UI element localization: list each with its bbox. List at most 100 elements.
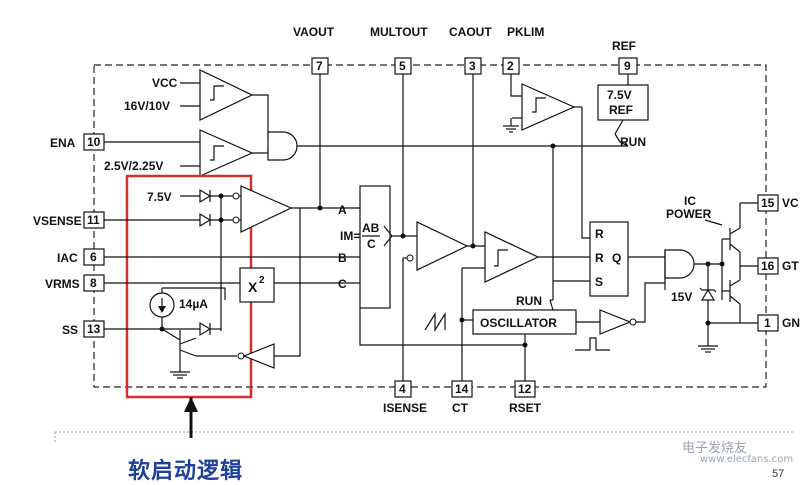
svg-text:GN: GN xyxy=(782,316,800,330)
top-pin-vaout: VAOUT 7 xyxy=(293,25,335,75)
voltage-amplifier: 7.5V A xyxy=(104,74,360,233)
svg-text:VSENSE: VSENSE xyxy=(33,214,82,228)
svg-text:6: 6 xyxy=(90,250,97,264)
svg-text:VC: VC xyxy=(782,196,799,210)
multiplier-block: IM= AB C xyxy=(340,74,417,309)
svg-text:15V: 15V xyxy=(671,290,692,304)
soft-start-caption: 软启动逻辑 xyxy=(128,459,244,484)
svg-text:CT: CT xyxy=(452,401,469,415)
svg-text:VRMS: VRMS xyxy=(45,277,80,291)
svg-text:4: 4 xyxy=(399,382,406,396)
ena-comparator: 2.5V/2.25V xyxy=(104,129,275,177)
svg-text:OSCILLATOR: OSCILLATOR xyxy=(480,316,557,330)
svg-text:Q: Q xyxy=(612,251,621,265)
sr-flipflop: R R S Q xyxy=(553,221,665,297)
caption-arrow xyxy=(184,397,198,438)
soft-start-highlight xyxy=(125,174,253,399)
uvlo-comparator: VCC 16V/10V xyxy=(124,69,275,139)
svg-text:R: R xyxy=(595,251,604,265)
svg-text:13: 13 xyxy=(87,322,101,336)
square-block: X 2 xyxy=(239,267,275,303)
svg-text:X: X xyxy=(248,279,258,295)
soft-start-logic: 14µA xyxy=(104,196,301,379)
svg-text:2.5V/2.25V: 2.5V/2.25V xyxy=(104,159,163,173)
svg-text:5: 5 xyxy=(399,59,406,73)
svg-text:16V/10V: 16V/10V xyxy=(124,99,170,113)
current-amplifier xyxy=(402,74,485,381)
left-pin-ss: SS 13 xyxy=(62,320,105,338)
svg-text:PKLIM: PKLIM xyxy=(507,25,544,39)
output-and-gate xyxy=(664,249,695,279)
oscillator-block: OSCILLATOR RUN xyxy=(359,294,610,381)
soft-start-buffer xyxy=(242,343,275,369)
svg-text:S: S xyxy=(595,275,603,289)
svg-text:VCC: VCC xyxy=(152,76,178,90)
svg-text:1: 1 xyxy=(764,316,771,330)
output-stage: IC POWER 15V xyxy=(666,194,758,353)
svg-text:RUN: RUN xyxy=(516,294,542,308)
svg-text:CAOUT: CAOUT xyxy=(449,25,492,39)
svg-text:R: R xyxy=(595,227,604,241)
svg-text:VAOUT: VAOUT xyxy=(293,25,335,39)
bottom-pin-ct: 14 CT xyxy=(451,380,473,415)
svg-text:POWER: POWER xyxy=(666,207,712,221)
left-pin-vsense: VSENSE 11 xyxy=(33,211,105,229)
svg-text:REF: REF xyxy=(609,103,633,117)
enable-and-gate xyxy=(267,131,298,161)
top-pin-ref: REF 9 xyxy=(612,39,638,75)
svg-text:10: 10 xyxy=(87,135,101,149)
svg-text:REF: REF xyxy=(612,39,636,53)
pulse-icon xyxy=(575,337,610,351)
svg-text:SS: SS xyxy=(62,323,78,337)
sawtooth-icon xyxy=(424,311,446,333)
top-pin-caout: CAOUT 3 xyxy=(449,25,492,75)
svg-text:11: 11 xyxy=(87,213,100,227)
svg-text:3: 3 xyxy=(469,59,476,73)
svg-text:9: 9 xyxy=(624,59,631,73)
top-pin-multout: MULTOUT 5 xyxy=(370,25,428,75)
svg-text:14: 14 xyxy=(455,382,469,396)
left-pin-ena: ENA 10 xyxy=(50,133,105,151)
svg-text:14µA: 14µA xyxy=(179,297,208,311)
svg-text:IC: IC xyxy=(684,194,696,208)
svg-text:AB: AB xyxy=(362,221,380,235)
svg-text:8: 8 xyxy=(90,276,97,290)
left-pin-iac: IAC 6 xyxy=(57,248,105,266)
left-pin-vrms: VRMS 8 xyxy=(45,274,105,292)
svg-text:7: 7 xyxy=(316,59,323,73)
pwm-comparator xyxy=(459,231,590,381)
top-pin-pklim: PKLIM 2 xyxy=(502,25,544,75)
svg-text:RSET: RSET xyxy=(509,401,542,415)
site-watermark: 电子发烧友 www.elecfans.com xyxy=(682,437,793,465)
svg-text:12: 12 xyxy=(518,382,532,396)
watermark-brand: 电子发烧友 xyxy=(682,441,748,456)
svg-text:GT: GT xyxy=(782,259,799,273)
svg-text:2: 2 xyxy=(259,275,265,286)
watermark-url: www.elecfans.com xyxy=(700,454,794,465)
svg-text:A: A xyxy=(338,203,347,217)
inverter xyxy=(599,282,665,335)
right-pin-vc: 15 VC xyxy=(757,194,799,212)
svg-text:16: 16 xyxy=(761,259,775,273)
svg-text:IM=: IM= xyxy=(340,229,360,243)
bottom-pin-rset: 12 RSET xyxy=(509,380,542,415)
svg-text:7.5V: 7.5V xyxy=(147,190,172,204)
page-number: 57 xyxy=(772,468,785,480)
pklim-comparator xyxy=(503,74,590,239)
svg-text:7.5V: 7.5V xyxy=(607,88,632,102)
svg-text:IAC: IAC xyxy=(57,251,78,265)
svg-text:B: B xyxy=(338,251,347,265)
svg-text:C: C xyxy=(367,237,376,251)
svg-text:ENA: ENA xyxy=(50,136,76,150)
svg-text:2: 2 xyxy=(507,59,514,73)
svg-text:RUN: RUN xyxy=(620,135,646,149)
svg-text:ISENSE: ISENSE xyxy=(383,401,427,415)
svg-text:C: C xyxy=(338,277,347,291)
bottom-pin-isense: 4 ISENSE xyxy=(383,380,427,415)
reference-block: 7.5V REF RUN xyxy=(597,74,649,149)
svg-text:MULTOUT: MULTOUT xyxy=(370,25,428,39)
right-pin-gt: 16 GT xyxy=(757,257,799,275)
zener-diode-icon xyxy=(700,288,716,301)
svg-text:15: 15 xyxy=(761,196,775,210)
